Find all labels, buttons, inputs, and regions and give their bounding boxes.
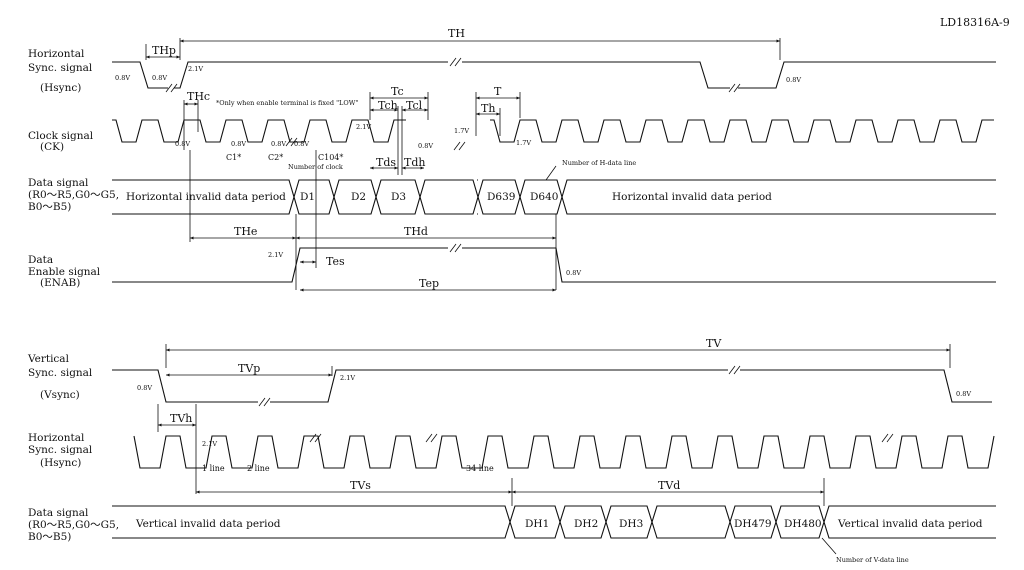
vsync-waveform: 0.8V 2.1V 0.8V [112, 365, 992, 407]
label-THd: THd [404, 225, 428, 238]
h-data-bus: Horizontal invalid data period Horizonta… [112, 159, 996, 215]
document-id: LD18316A-9 [940, 16, 1010, 29]
v-cell-dh1: DH1 [525, 518, 549, 530]
hsync-label-line3: (Hsync) [40, 82, 81, 94]
label-THc: THc [187, 90, 210, 103]
clock-c104: C104* [318, 153, 343, 162]
h-cell-d640: D640 [530, 191, 558, 203]
hsync2-v-high: 2.1V [202, 440, 217, 448]
data-label-line1: Data signal [28, 177, 89, 189]
v-cell-dh480: DH480 [784, 518, 822, 530]
hsync2-label-line2: Sync. signal [28, 444, 93, 456]
hsync-v-low-1: 0.8V [115, 74, 130, 82]
hsync-v-low-2: 0.8V [152, 74, 167, 82]
hsync2-waveform: 2.1V 1 line 2 line 34 line [133, 433, 995, 473]
h-invalid-right: Horizontal invalid data period [612, 191, 772, 203]
line-2: 2 line [247, 464, 270, 473]
h-cell-d2: D2 [351, 191, 366, 203]
h-invalid-left: Horizontal invalid data period [126, 191, 286, 203]
label-Tdh: Tdh [404, 156, 425, 169]
clock-c2: C2* [268, 153, 283, 162]
ck-v-high-2: 1.7V [454, 127, 469, 135]
label-Tcl: Tcl [406, 99, 423, 112]
clock-label-line1: Clock signal [28, 130, 94, 142]
vsync-v-low-2: 0.8V [956, 390, 971, 398]
signal-labels: Horizontal Sync. signal (Hsync) Clock si… [27, 48, 119, 543]
vsync-label-line2: Sync. signal [28, 367, 93, 379]
clock-c1: C1* [226, 153, 241, 162]
ck-v-low-4: 0.8V [294, 140, 309, 148]
note-enable-fixed: *Only when enable terminal is fixed "LOW… [216, 99, 358, 107]
vsync-v-high: 2.1V [340, 374, 355, 382]
clock-waveform: 0.8V 0.8V 0.8V 0.8V 2.1V 0.8V 1.7V 1.7V … [112, 119, 994, 171]
label-TH: TH [448, 27, 465, 40]
enab-waveform: 2.1V 0.8V [112, 243, 996, 283]
h-cell-d3: D3 [391, 191, 406, 203]
hsync2-label-line1: Horizontal [28, 432, 85, 444]
ck-v-low-3: 0.8V [271, 140, 286, 148]
label-Tc: Tc [391, 85, 404, 98]
vsync-label-line1: Vertical [27, 353, 70, 365]
hsync-label-line1: Horizontal [28, 48, 85, 60]
label-Tep: Tep [419, 277, 439, 290]
vsync-label-line3: (Vsync) [40, 389, 80, 401]
enab-v-low: 0.8V [566, 269, 581, 277]
label-TV: TV [706, 337, 722, 350]
label-Tds: Tds [376, 156, 396, 169]
hsync2-label-line3: (Hsync) [40, 457, 81, 469]
vdata-label-line3: B0〜B5) [28, 531, 71, 543]
ck-v-low-1: 0.8V [175, 140, 190, 148]
ck-v-high-3: 1.7V [516, 139, 531, 147]
label-THe: THe [234, 225, 257, 238]
h-cell-d639: D639 [487, 191, 515, 203]
enab-label-line1: Data [28, 254, 53, 266]
label-TVh: TVh [170, 412, 192, 425]
label-THp: THp [152, 44, 176, 57]
enab-v-high: 2.1V [268, 251, 283, 259]
v-cell-dh2: DH2 [574, 518, 598, 530]
enab-label-line3: (ENAB) [40, 277, 80, 289]
hsync-v-high: 2.1V [188, 65, 203, 73]
data-label-line2: (R0〜R5,G0〜G5, [28, 189, 119, 201]
hsync-v-low-3: 0.8V [786, 76, 801, 84]
hsync-label-line2: Sync. signal [28, 62, 93, 74]
vsync-v-low-1: 0.8V [137, 384, 152, 392]
line-34: 34 line [466, 464, 494, 473]
ck-v-low-5: 0.8V [418, 142, 433, 150]
line-1: 1 line [202, 464, 225, 473]
label-TVp: TVp [238, 362, 260, 375]
enab-label-line2: Enable signal [28, 266, 101, 278]
ck-v-low-2: 0.8V [231, 140, 246, 148]
clock-label-line2: (CK) [40, 141, 64, 153]
label-Tch: Tch [378, 99, 398, 112]
v-data-bus: Vertical invalid data period Vertical in… [112, 505, 996, 564]
vdata-label-line1: Data signal [28, 507, 89, 519]
label-T: T [494, 85, 502, 98]
v-cell-dh479: DH479 [734, 518, 772, 530]
vdata-label-line2: (R0〜R5,G0〜G5, [28, 519, 119, 531]
v-invalid-left: Vertical invalid data period [135, 518, 281, 530]
label-Tes: Tes [326, 255, 345, 268]
v-invalid-right: Vertical invalid data period [837, 518, 983, 530]
label-TVs: TVs [350, 479, 371, 492]
note-number-of-h-data: Number of H-data line [562, 159, 636, 167]
h-cell-d1: D1 [300, 191, 315, 203]
note-number-of-clock: Number of clock [288, 163, 343, 171]
label-Th: Th [481, 102, 495, 115]
v-cell-dh3: DH3 [619, 518, 643, 530]
label-TVd: TVd [658, 479, 680, 492]
ck-v-high-1: 2.1V [356, 123, 371, 131]
hsync-waveform: 0.8V 0.8V 2.1V 0.8V [112, 57, 996, 93]
note-number-of-v-data: Number of V-data line [836, 556, 909, 564]
data-label-line3: B0〜B5) [28, 201, 71, 213]
